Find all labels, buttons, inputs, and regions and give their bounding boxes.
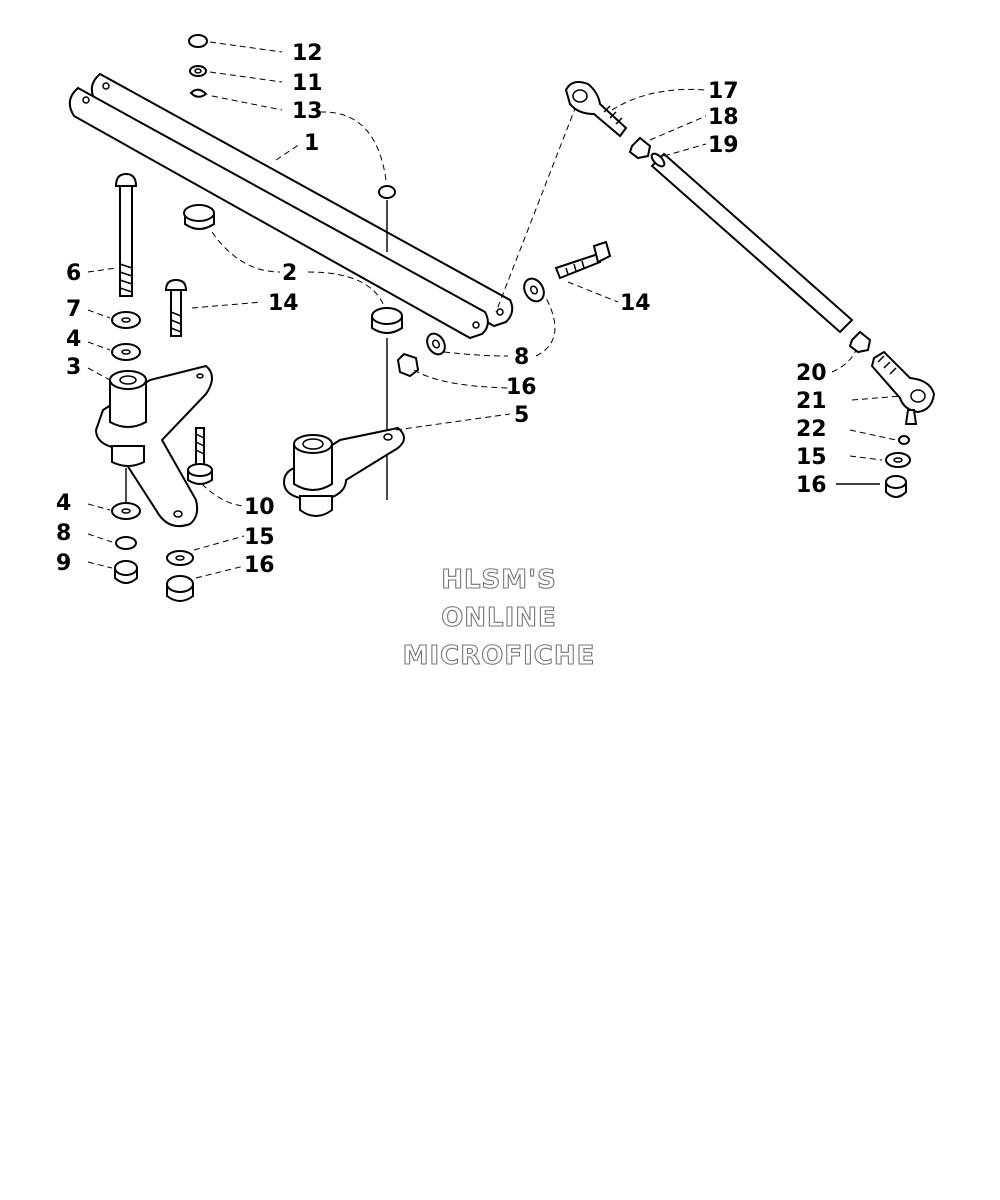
left-pivot-assembly [94,172,213,584]
tie-rod-assembly [495,81,936,425]
callout-4-top: 4 [66,327,81,352]
callout-15-right: 15 [796,445,827,470]
callout-18: 18 [708,105,739,130]
callout-16-right: 16 [796,473,827,498]
callout-16-mid: 16 [506,375,537,400]
callout-3: 3 [66,355,81,380]
callout-6: 6 [66,261,81,286]
callout-16-left: 16 [244,553,275,578]
mid-fasteners [396,240,612,378]
callout-8-mid: 8 [514,345,529,370]
right-pivot-arm [282,426,405,517]
callout-20: 20 [796,361,827,386]
right-fasteners [885,435,911,498]
bushing-parts [183,204,403,500]
callout-2: 2 [282,261,297,286]
watermark-line-3: MICROFICHE [403,641,596,671]
watermark: HLSM'S ONLINE MICROFICHE [402,564,596,671]
callout-22: 22 [796,417,827,442]
callout-11: 11 [292,71,323,96]
callout-13: 13 [292,99,323,124]
top-clip-parts [188,34,396,252]
callout-7: 7 [66,297,81,322]
callout-9: 9 [56,551,71,576]
left-fasteners [164,278,213,602]
callout-5: 5 [514,403,529,428]
callout-12: 12 [292,41,323,66]
callout-21: 21 [796,389,827,414]
callout-labels: 12 11 13 1 6 2 14 7 4 3 8 16 5 10 4 8 15… [56,41,827,578]
callout-15-left: 15 [244,525,275,550]
callout-19: 19 [708,133,739,158]
drag-link-bars [68,72,514,340]
callout-1: 1 [304,131,319,156]
watermark-line-1: HLSM'S [441,565,557,595]
watermark-line-2: ONLINE [441,603,557,633]
callout-17: 17 [708,79,739,104]
callout-14-left: 14 [268,291,299,316]
callout-14-right: 14 [620,291,651,316]
callout-10: 10 [244,495,275,520]
leader-lines [87,41,903,579]
callout-8-left: 8 [56,521,71,546]
callout-4-bottom: 4 [56,491,71,516]
